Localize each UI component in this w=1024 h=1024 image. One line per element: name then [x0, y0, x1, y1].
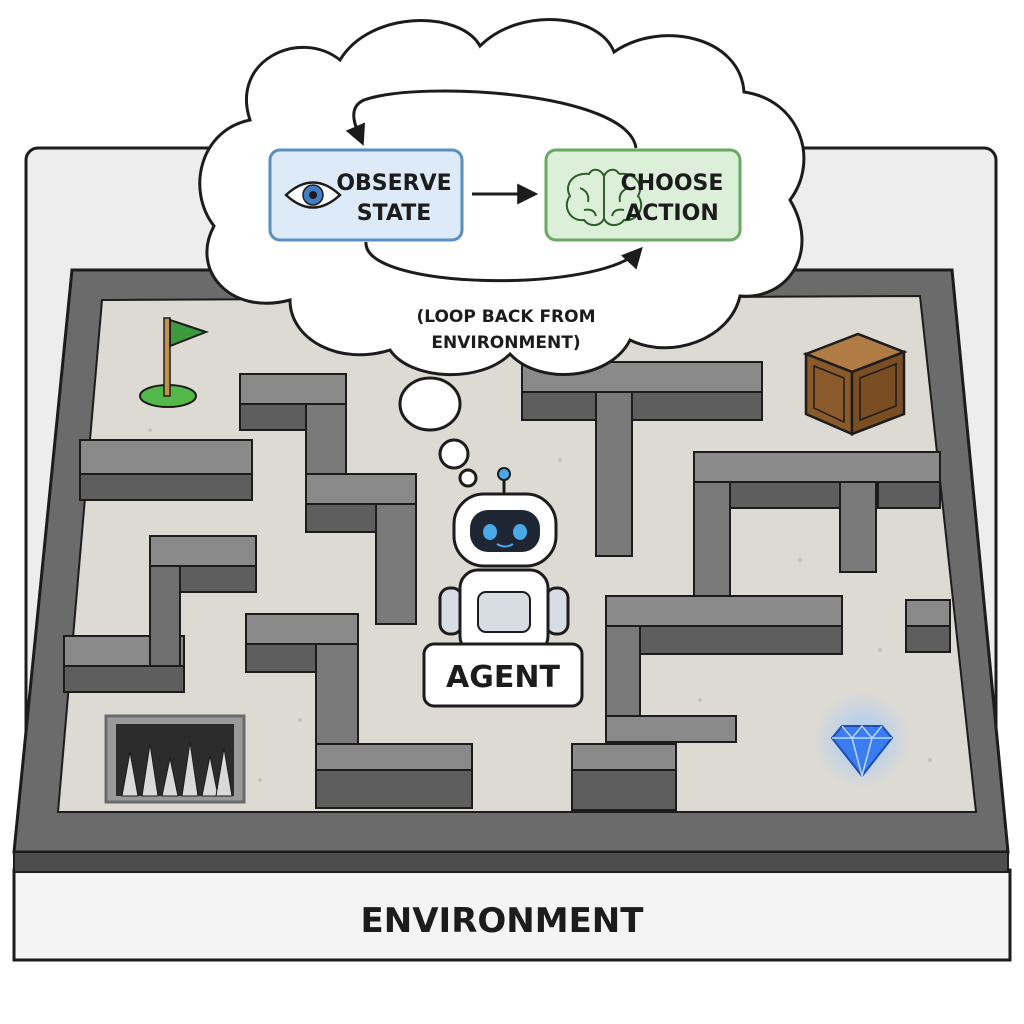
maze: [12, 268, 1010, 873]
thought-bubble-medium: [438, 438, 470, 470]
thought-bubble-large: [398, 376, 462, 432]
observe-label-line2: STATE: [357, 201, 432, 226]
loop-caption-line2: ENVIRONMENT): [431, 333, 580, 353]
observe-state-box: OBSERVE STATE: [268, 148, 464, 242]
observe-label-line1: OBSERVE: [336, 171, 451, 196]
brain-icon: [565, 168, 643, 226]
agent-label: AGENT: [446, 660, 560, 695]
crate-icon: [802, 332, 908, 436]
spike-trap-icon: [104, 714, 246, 804]
gem-icon: [814, 692, 910, 788]
agent-label-box: AGENT: [422, 642, 584, 708]
choose-label-line2: ACTION: [625, 201, 718, 226]
thought-cloud: OBSERVE STATE CHOOSE ACTION (LOOP BACK F…: [198, 18, 806, 488]
loop-arrow-top: [345, 89, 638, 149]
loop-arrow-bottom: [364, 241, 643, 283]
choose-action-box: CHOOSE ACTION: [544, 148, 742, 242]
flag-icon: [139, 317, 209, 408]
eye-icon: [284, 181, 342, 209]
environment-label: ENVIRONMENT: [361, 901, 645, 941]
robot-icon: [438, 467, 570, 656]
choose-label-line1: CHOOSE: [621, 171, 724, 196]
maze-walls: [63, 361, 951, 811]
thought-bubble-small: [458, 468, 478, 488]
loop-caption-line1: (LOOP BACK FROM: [416, 307, 595, 327]
